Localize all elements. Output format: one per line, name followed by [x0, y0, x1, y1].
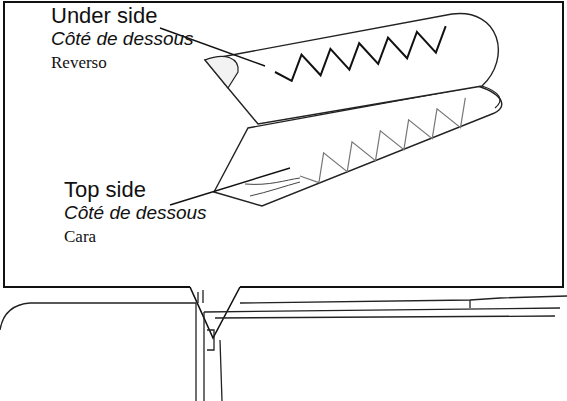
- stitch-path: [275, 26, 446, 81]
- fabric-corner: [205, 56, 238, 88]
- side-label: Cara: [64, 228, 96, 247]
- fabric-under-side: [205, 14, 498, 124]
- machine-outline: [0, 290, 567, 401]
- side-label: Côté de dessous: [64, 203, 207, 224]
- fabric-fold: [482, 86, 500, 108]
- side-label: Reverso: [51, 54, 107, 73]
- stitch-path: [300, 98, 465, 183]
- leader-line: [170, 168, 290, 205]
- side-label: Under side: [51, 4, 157, 28]
- thread-tail: [245, 178, 300, 196]
- zigzag-stitch: [275, 26, 446, 81]
- callout-box: Under sideCôté de dessousReversoTop side…: [4, 2, 563, 287]
- side-label: Côté de dessous: [51, 29, 194, 50]
- side-label: Top side: [64, 178, 146, 202]
- zigzag-stitch-light: [300, 98, 465, 183]
- callout-outline: [4, 2, 563, 287]
